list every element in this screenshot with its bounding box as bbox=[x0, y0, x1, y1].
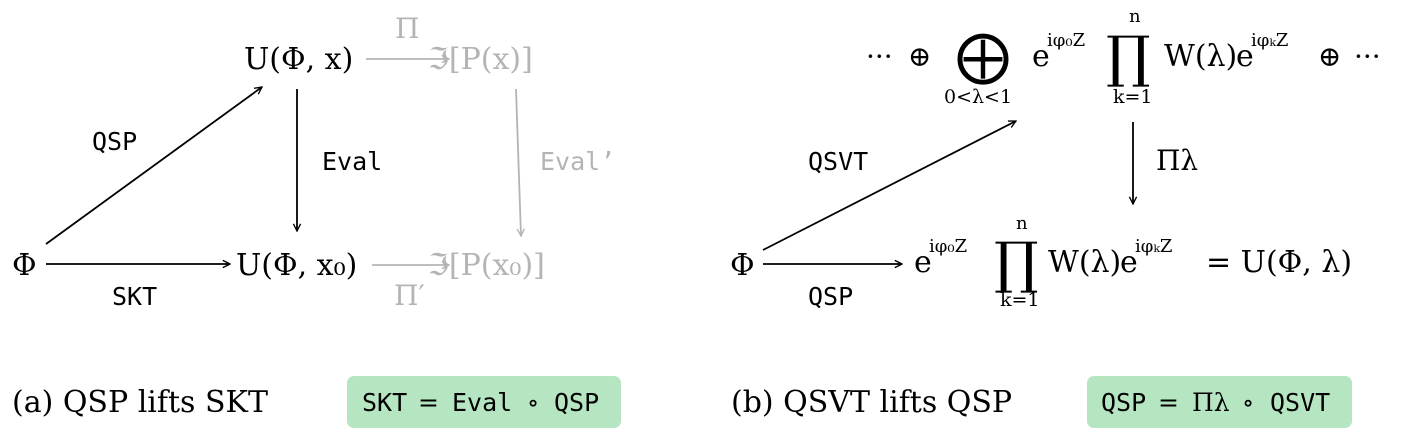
caption-a: (a) QSP lifts SKT bbox=[12, 385, 268, 420]
big-oplus-sub: 0<λ<1 bbox=[944, 86, 1012, 108]
node-u-phi-x0: U(Φ, x₀) bbox=[236, 248, 357, 283]
label-pi: Π bbox=[395, 12, 419, 45]
identity-a-qsp: QSP bbox=[554, 388, 599, 417]
oplus-left: ⊕ bbox=[908, 40, 931, 73]
identity-a: SKT = Eval ∘ QSP bbox=[362, 388, 599, 417]
exp-base-bottom-k: e bbox=[1120, 245, 1138, 280]
arrow-qsvt bbox=[762, 120, 1016, 251]
label-qsp: QSP bbox=[92, 127, 137, 156]
prod-bottom-index-top: k=1 bbox=[1113, 86, 1153, 108]
node-direct-sum: ··· ⊕ ⨁ 0<λ<1 e iφ₀Z ∏ n k=1 W(λ) e iφₖZ… bbox=[866, 6, 1381, 108]
node-product: e iφ₀Z ∏ n k=1 W(λ) e iφₖZ = U(Φ, λ) bbox=[914, 213, 1352, 311]
diagram-a: Φ U(Φ, x) U(Φ, x₀) ℑ[P(x)] ℑ[P(x₀)] QSP … bbox=[12, 12, 621, 428]
prod-symbol-top: ∏ bbox=[1106, 25, 1151, 90]
oplus-right: ⊕ bbox=[1318, 40, 1341, 73]
exp-sup-top-k: iφₖZ bbox=[1251, 30, 1288, 51]
identity-a-compose: ∘ bbox=[527, 388, 539, 417]
prod-bottom-index-bottom: k=1 bbox=[1000, 289, 1040, 311]
identity-pill-b bbox=[1087, 376, 1352, 428]
w-lambda-top: W(λ) bbox=[1164, 39, 1237, 74]
node-phi-b: Φ bbox=[730, 248, 755, 283]
identity-a-eq: = bbox=[418, 388, 439, 417]
prod-top-index-bottom: n bbox=[1016, 213, 1028, 234]
w-lambda-bottom: W(λ) bbox=[1048, 245, 1121, 280]
identity-b-eq: = bbox=[1158, 388, 1179, 417]
node-phi: Φ bbox=[12, 248, 37, 283]
label-eval-prime: Eval’ bbox=[540, 147, 615, 176]
node-u-phi-x: U(Φ, x) bbox=[244, 42, 353, 77]
identity-a-lhs: SKT bbox=[362, 388, 407, 417]
prod-symbol-bottom: ∏ bbox=[994, 231, 1039, 296]
dots-left: ··· bbox=[866, 40, 893, 73]
exp-base-top: e bbox=[1032, 39, 1050, 74]
arrow-qsp bbox=[45, 87, 262, 245]
exp-base-bottom: e bbox=[914, 245, 932, 280]
label-qsvt: QSVT bbox=[808, 147, 868, 176]
exp-sup-bottom-k: iφₖZ bbox=[1135, 236, 1172, 257]
identity-b-qsvt: QSVT bbox=[1270, 388, 1330, 417]
result-u: = U(Φ, λ) bbox=[1206, 245, 1352, 280]
label-pi-lambda: Πλ bbox=[1156, 144, 1198, 177]
exp-sup-top: iφ₀Z bbox=[1047, 30, 1085, 51]
identity-a-eval: Eval bbox=[452, 388, 512, 417]
identity-b-pi-lambda: Πλ bbox=[1192, 388, 1230, 417]
label-skt: SKT bbox=[112, 282, 157, 311]
arrow-eval-prime bbox=[515, 88, 521, 236]
identity-pill-a bbox=[347, 376, 621, 428]
dots-right: ··· bbox=[1354, 40, 1381, 73]
exp-sup-bottom: iφ₀Z bbox=[929, 236, 967, 257]
label-qsp-b: QSP bbox=[808, 282, 853, 311]
big-oplus: ⨁ bbox=[956, 24, 1010, 87]
label-pi-prime: Π′ bbox=[394, 279, 425, 312]
prod-top-index-top: n bbox=[1129, 6, 1141, 27]
label-eval: Eval bbox=[322, 147, 382, 176]
caption-b: (b) QSVT lifts QSP bbox=[731, 385, 1012, 420]
exp-base-top-k: e bbox=[1236, 39, 1254, 74]
identity-b: QSP = Πλ ∘ QSVT bbox=[1101, 388, 1330, 417]
identity-b-compose: ∘ bbox=[1242, 388, 1254, 417]
identity-b-lhs: QSP bbox=[1101, 388, 1146, 417]
diagram-b: ··· ⊕ ⨁ 0<λ<1 e iφ₀Z ∏ n k=1 W(λ) e iφₖZ… bbox=[730, 6, 1381, 428]
